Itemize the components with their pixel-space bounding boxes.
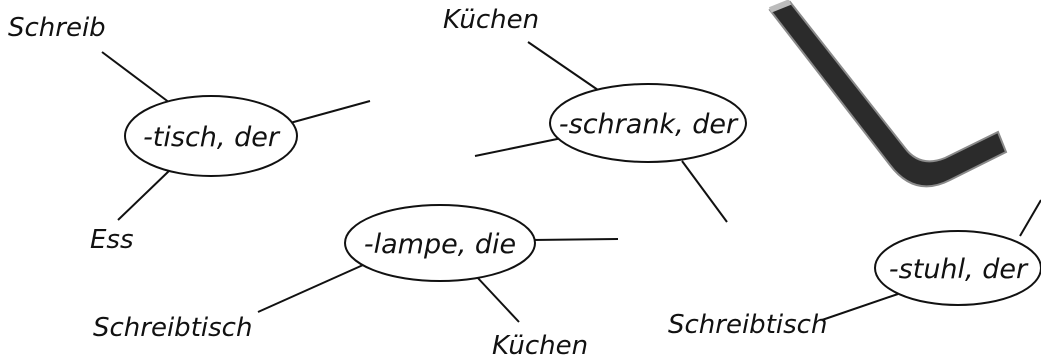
prefix-label-schreib: Schreib	[8, 13, 106, 43]
allen-key-icon	[768, 0, 1008, 188]
center-node-tisch	[124, 95, 298, 177]
prefix-label-kuechen: Küchen	[492, 331, 588, 357]
connector-line	[527, 41, 599, 91]
center-node-schrank	[549, 83, 747, 163]
center-label-schrank: -schrank, der	[559, 109, 739, 140]
cluster-schrank: -schrank, der Küchen	[443, 5, 747, 223]
center-label-stuhl: -stuhl, der	[889, 254, 1029, 285]
center-label-lampe: -lampe, die	[364, 229, 516, 260]
prefix-label-schreibtisch: Schreibtisch	[668, 310, 827, 340]
cluster-stuhl: -stuhl, der Schreibtisch	[668, 199, 1041, 340]
connector-line	[475, 275, 520, 323]
connector-line	[821, 293, 899, 321]
cluster-lampe: -lampe, die Schreibtisch Küchen	[93, 204, 619, 357]
connector-line	[1019, 199, 1041, 237]
connector-line	[474, 137, 563, 157]
connector-line	[681, 160, 728, 223]
connector-line	[289, 100, 371, 124]
connector-line	[117, 169, 171, 221]
center-label-tisch: -tisch, der	[143, 122, 281, 153]
prefix-label-kuechen: Küchen	[443, 5, 539, 35]
cluster-tisch: -tisch, der Schreib Ess	[8, 13, 371, 255]
center-node-lampe	[344, 204, 536, 282]
connector-line	[101, 51, 171, 104]
prefix-label-schreibtisch: Schreibtisch	[93, 313, 252, 343]
center-node-stuhl	[874, 230, 1041, 306]
prefix-label-ess: Ess	[90, 225, 134, 255]
connector-line	[257, 260, 373, 313]
connector-line	[531, 238, 619, 241]
